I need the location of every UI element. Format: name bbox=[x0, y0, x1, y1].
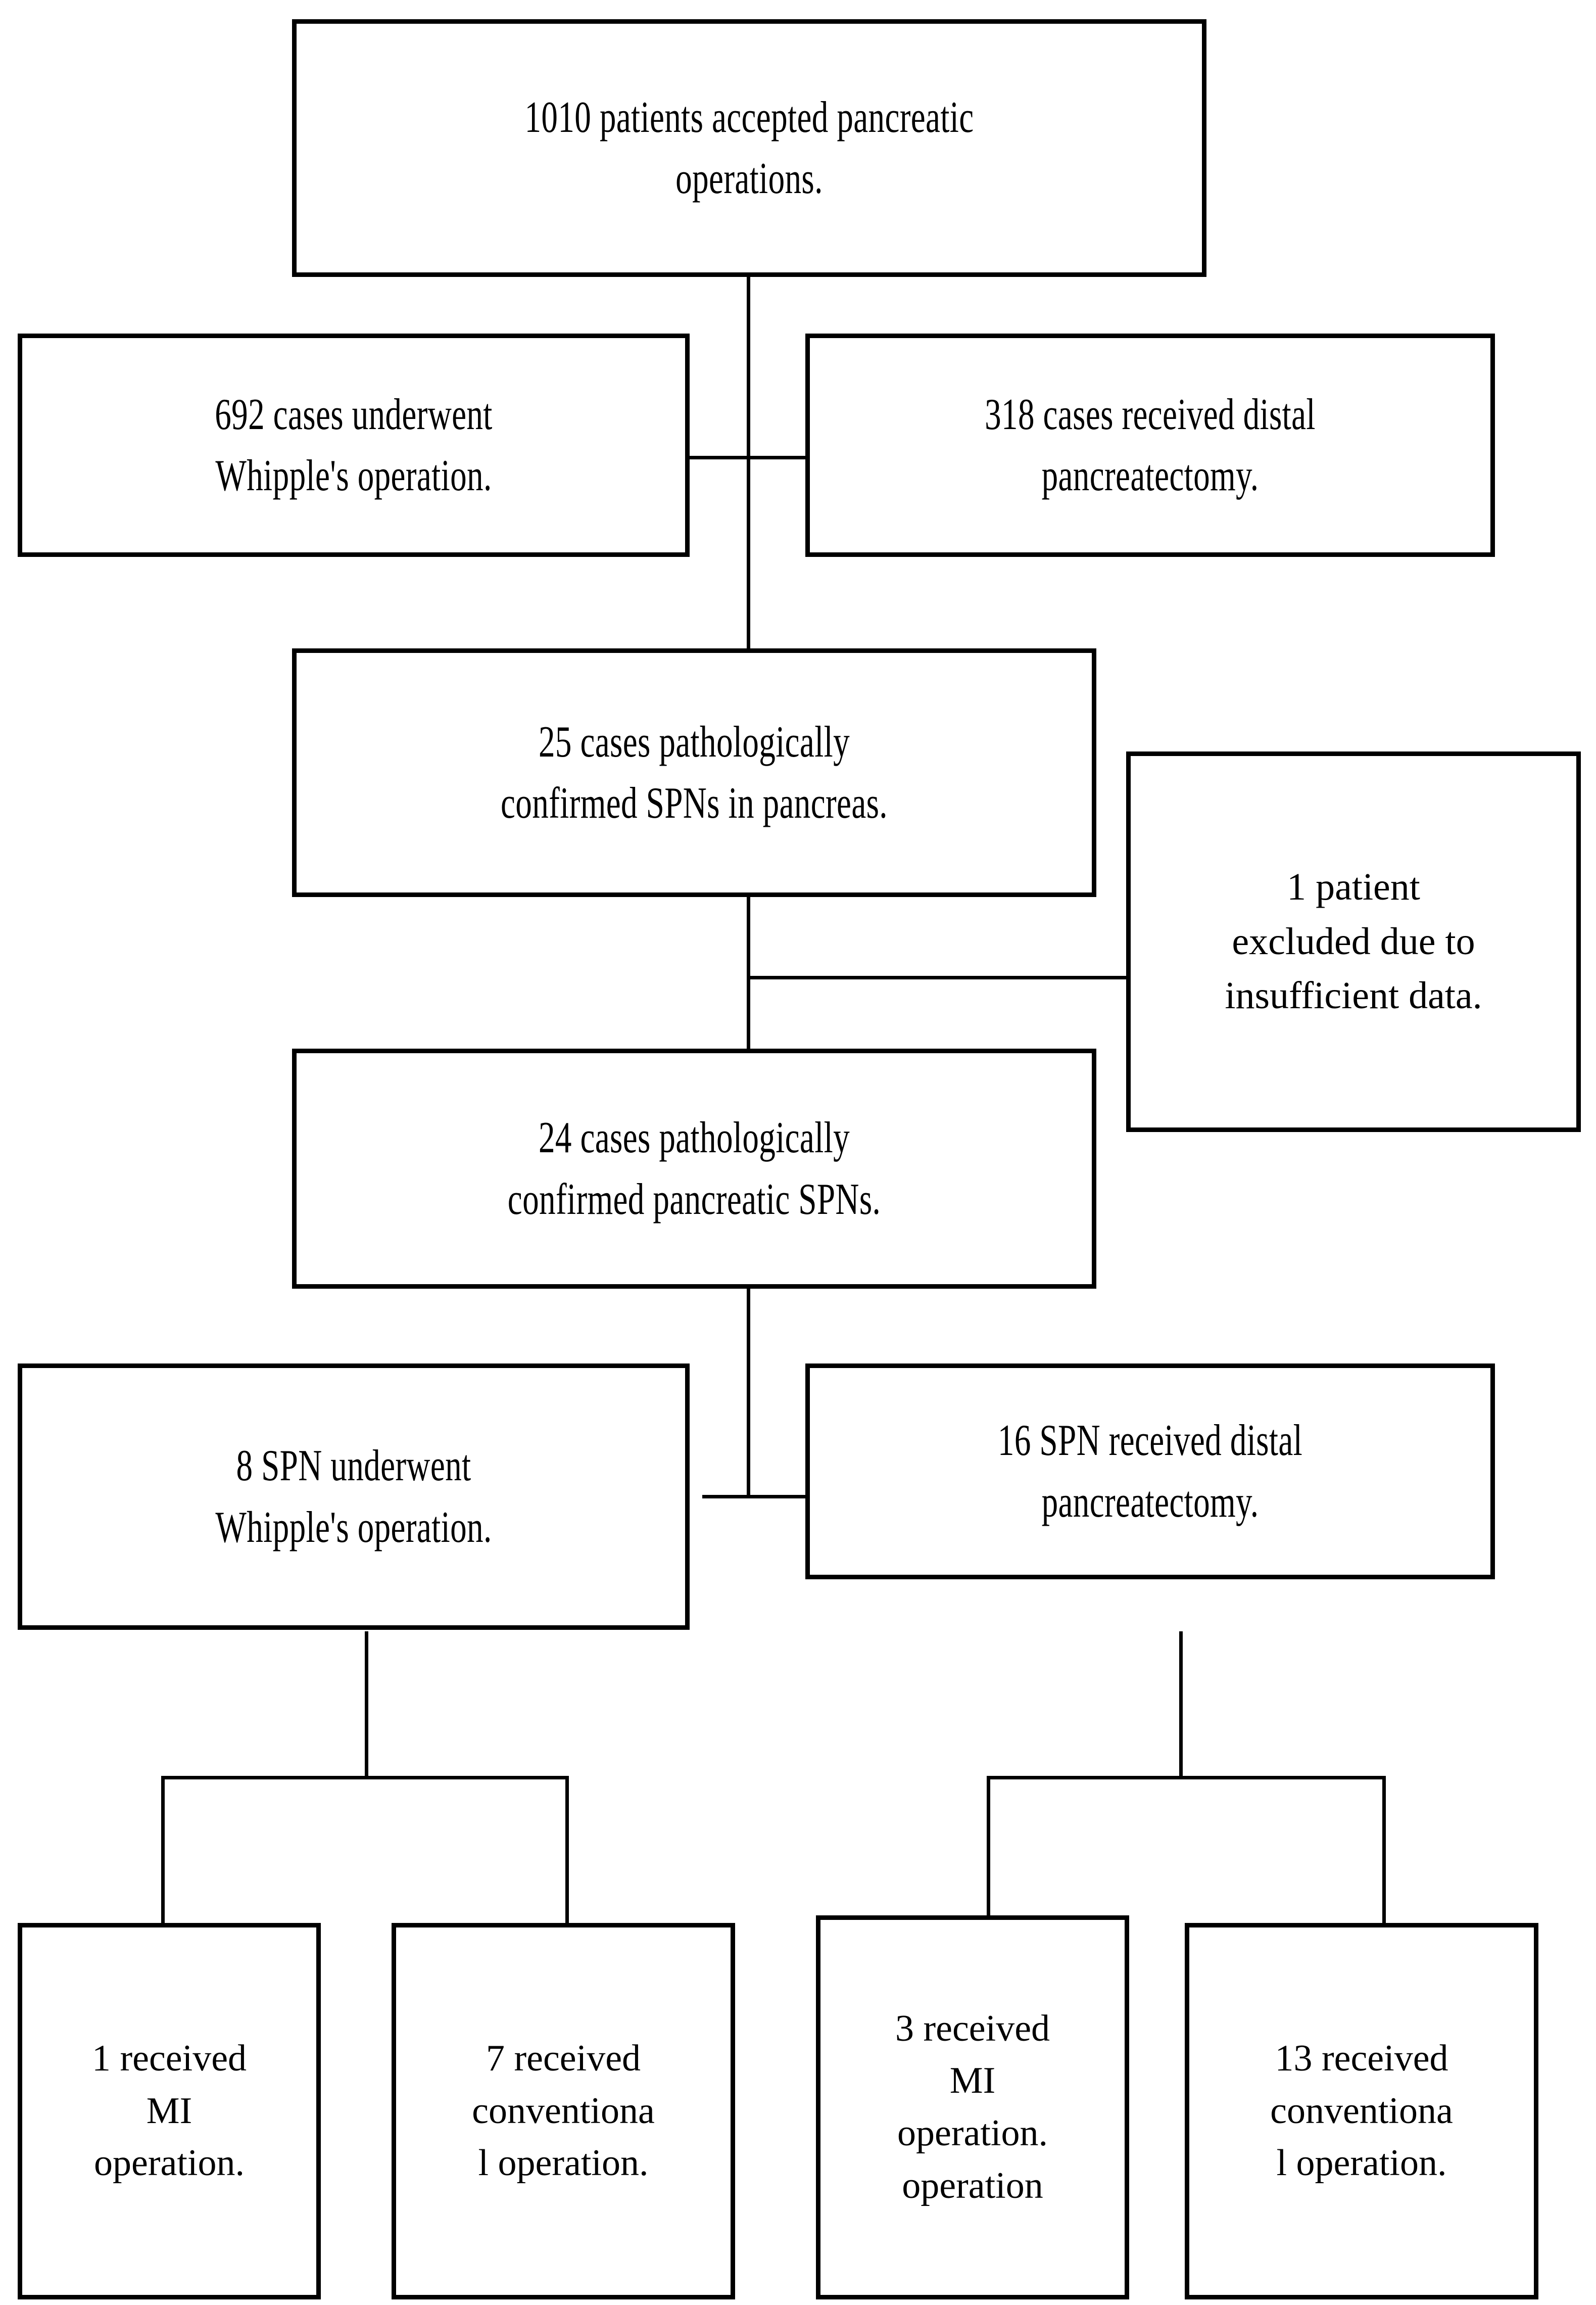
node-distal-mi[interactable]: 3 received MI operation. operation bbox=[816, 1915, 1129, 2299]
connector-whipple-mi-drop bbox=[161, 1776, 165, 1925]
node-whipple-mi[interactable]: 1 received MI operation. bbox=[18, 1923, 321, 2299]
connector-distal-stem bbox=[1179, 1631, 1183, 1778]
node-excluded[interactable]: 1 patient excluded due to insufficient d… bbox=[1126, 751, 1581, 1132]
node-spn-distal-label: 16 SPN received distal pancreatectomy. bbox=[997, 1416, 1303, 1527]
node-whipple-mi-label: 1 received MI operation. bbox=[91, 2038, 247, 2184]
connector-distal-conv-drop bbox=[1382, 1776, 1386, 1925]
node-distal-conventional-label: 13 received conventiona l operation. bbox=[1270, 2038, 1453, 2184]
node-total-operations[interactable]: 1010 patients accepted pancreatic operat… bbox=[292, 19, 1206, 277]
node-spn-whipple-label: 8 SPN underwent Whipple's operation. bbox=[215, 1441, 492, 1552]
connector-distal-crossbar bbox=[987, 1776, 1386, 1779]
connector-row2-crossbar bbox=[685, 456, 811, 459]
connector-whipple-stem bbox=[365, 1631, 368, 1778]
node-distal-all-label: 318 cases received distal pancreatectomy… bbox=[985, 390, 1316, 500]
node-whipple-conventional[interactable]: 7 received conventiona l operation. bbox=[392, 1923, 735, 2299]
node-distal-mi-label: 3 received MI operation. operation bbox=[895, 2007, 1050, 2206]
node-total-operations-label: 1010 patients accepted pancreatic operat… bbox=[524, 92, 974, 203]
node-spn-25-label: 25 cases pathologically confirmed SPNs i… bbox=[501, 717, 888, 828]
connector-whipple-conv-drop bbox=[565, 1776, 569, 1925]
node-distal-conventional[interactable]: 13 received conventiona l operation. bbox=[1185, 1923, 1538, 2299]
node-spn-whipple[interactable]: 8 SPN underwent Whipple's operation. bbox=[18, 1363, 690, 1630]
connector-distal-mi-drop bbox=[987, 1776, 990, 1925]
node-spn-distal[interactable]: 16 SPN received distal pancreatectomy. bbox=[805, 1363, 1495, 1579]
node-distal-all[interactable]: 318 cases received distal pancreatectomy… bbox=[805, 334, 1495, 557]
node-whipple-all-label: 692 cases underwent Whipple's operation. bbox=[215, 390, 493, 500]
node-whipple-all[interactable]: 692 cases underwent Whipple's operation. bbox=[18, 334, 690, 557]
node-whipple-conventional-label: 7 received conventiona l operation. bbox=[472, 2038, 655, 2184]
connector-excluded-branch bbox=[747, 976, 1131, 979]
connector-trunk-spn24-row4 bbox=[747, 1286, 750, 1498]
node-spn-25[interactable]: 25 cases pathologically confirmed SPNs i… bbox=[292, 648, 1096, 897]
node-spn-24[interactable]: 24 cases pathologically confirmed pancre… bbox=[292, 1049, 1096, 1289]
node-excluded-label: 1 patient excluded due to insufficient d… bbox=[1225, 865, 1482, 1017]
node-spn-24-label: 24 cases pathologically confirmed pancre… bbox=[507, 1113, 881, 1224]
connector-trunk-top bbox=[747, 275, 750, 649]
connector-whipple-crossbar bbox=[161, 1776, 569, 1779]
connector-row4-crossbar bbox=[702, 1495, 813, 1498]
